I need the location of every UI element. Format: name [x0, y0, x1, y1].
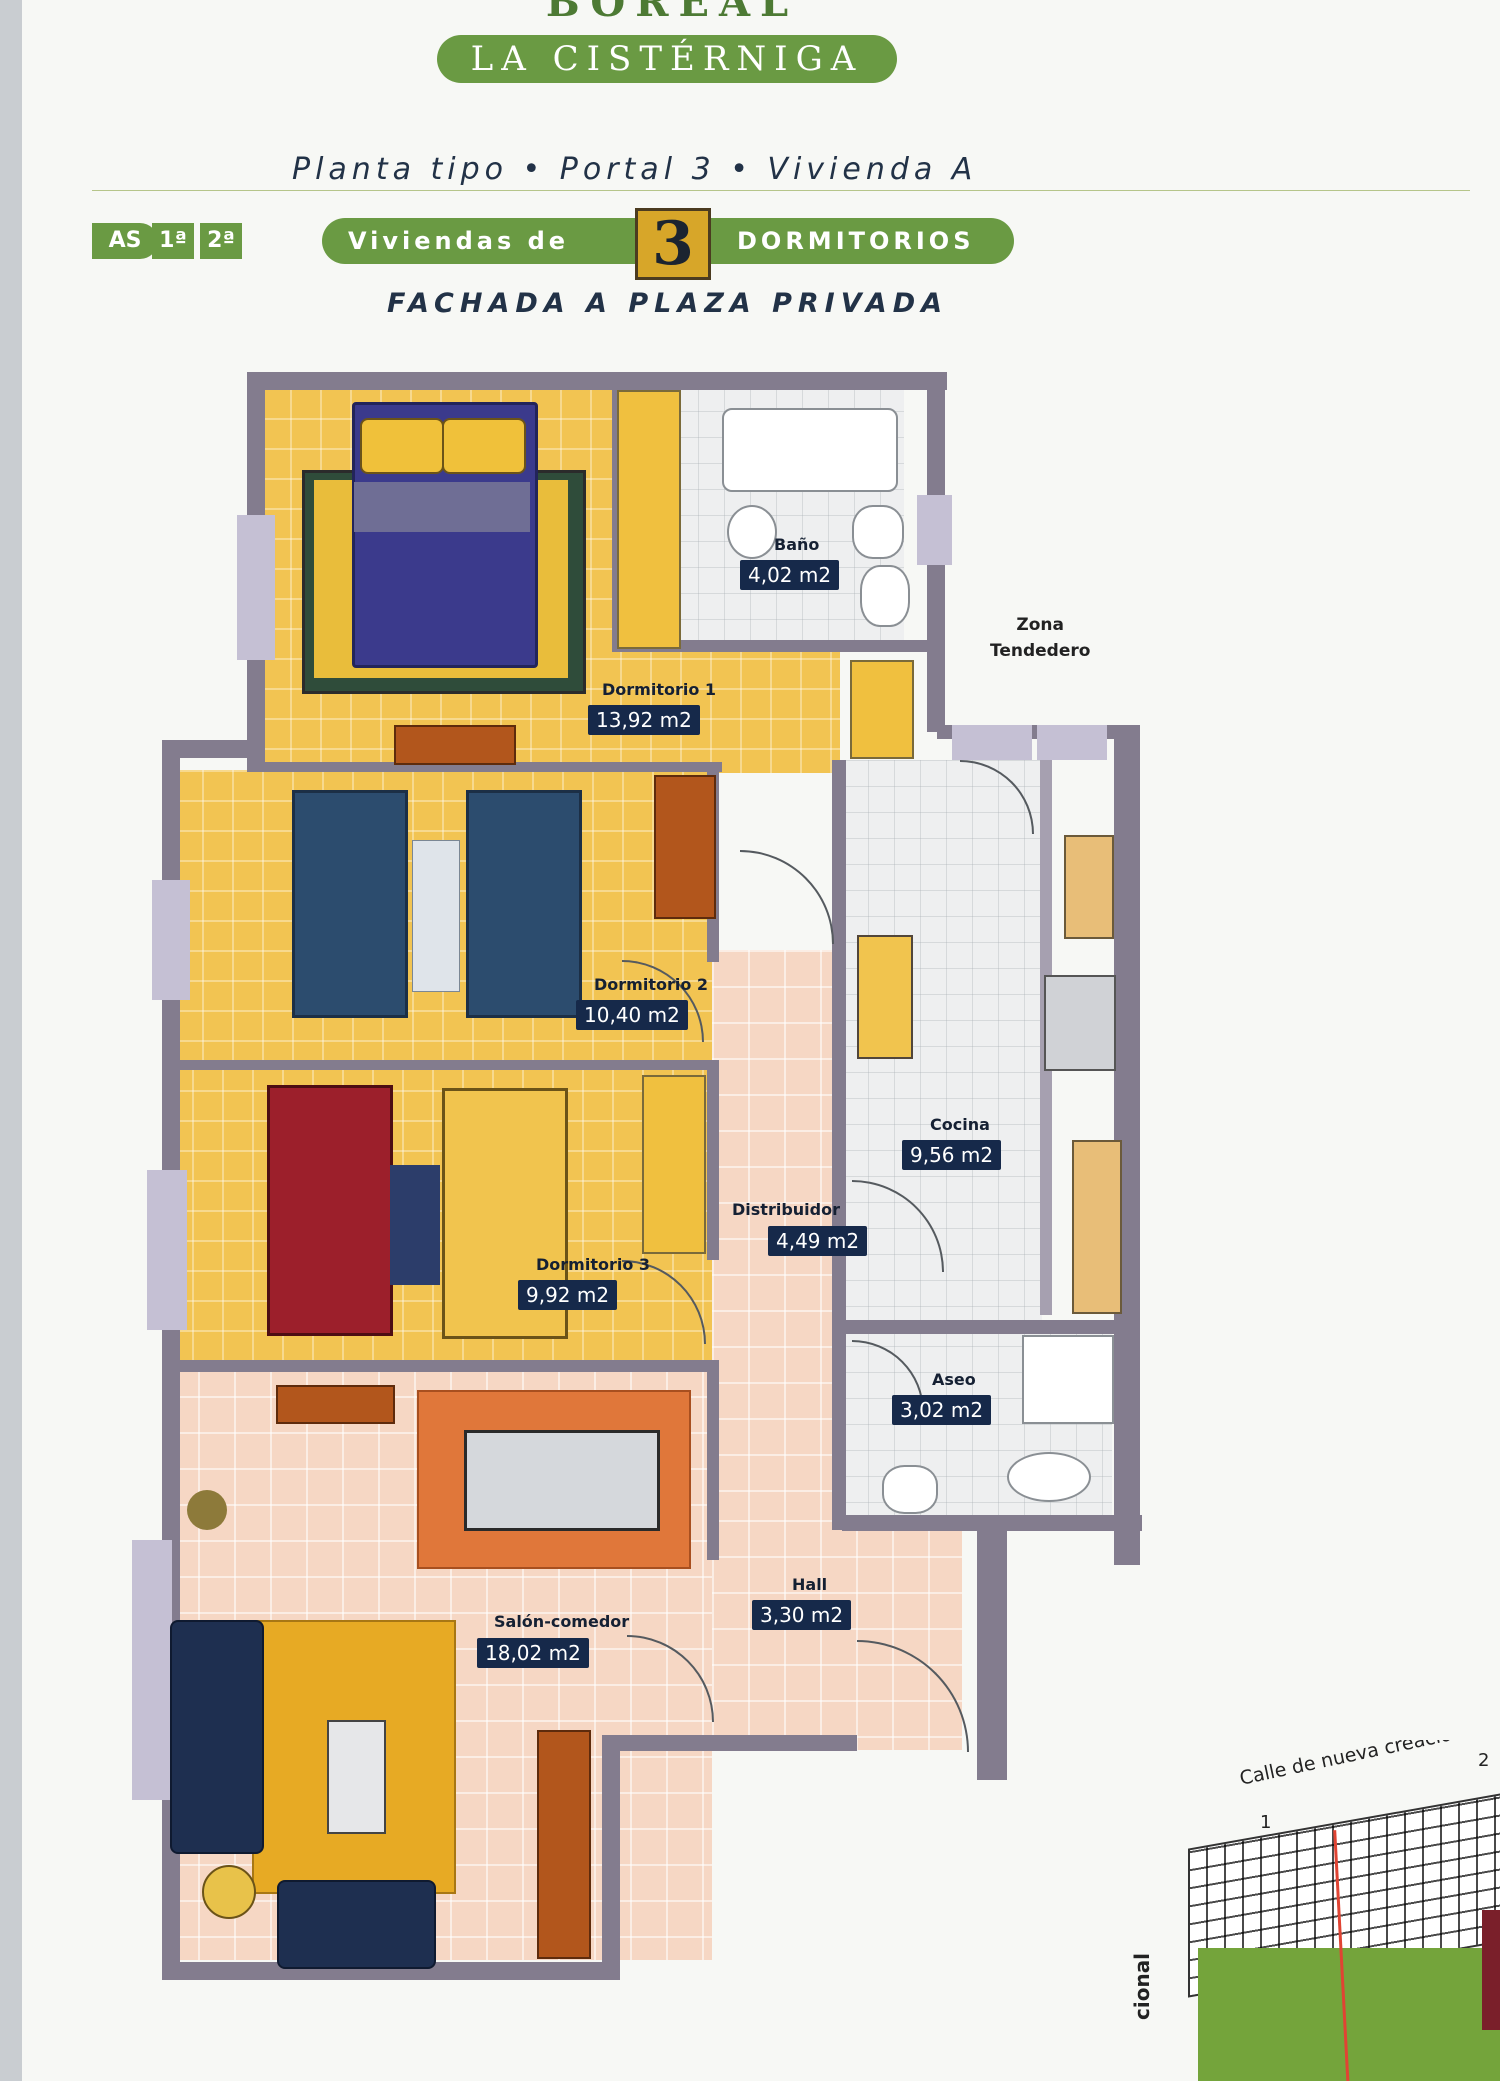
room-name-salon-comedor: Salón-comedor	[494, 1612, 630, 1631]
floors-chip-partial: AS	[92, 223, 158, 259]
room-area-dormitorio-1: 13,92 m2	[588, 705, 700, 735]
pillow	[360, 418, 444, 474]
window	[917, 495, 952, 565]
room-area-distribuidor: 4,49 m2	[768, 1226, 868, 1256]
window	[237, 515, 275, 660]
plan-subtitle: Planta tipo • Portal 3 • Vivienda A	[292, 152, 978, 187]
room-area-salon-comedor: 18,02 m2	[477, 1638, 589, 1668]
map-street-label: Calle de nueva creación	[1237, 1740, 1466, 1790]
washbasin	[860, 565, 910, 627]
brand-name-badge: LA CISTÉRNIGA	[437, 35, 897, 83]
wall	[177, 1060, 717, 1070]
map-highlighted-block	[1482, 1910, 1500, 2030]
wall	[832, 760, 846, 1340]
room-name-dormitorio-1: Dormitorio 1	[602, 680, 717, 699]
sideboard	[276, 1385, 395, 1424]
side-table	[202, 1865, 256, 1919]
washbasin	[882, 1465, 938, 1514]
window	[132, 1540, 172, 1800]
room-name-dormitorio-3: Dormitorio 3	[536, 1255, 651, 1274]
shower-tray	[1022, 1335, 1114, 1424]
wall	[162, 740, 262, 758]
side-text-fragment: cional	[1130, 1952, 1154, 2020]
map-marker-1: 1	[1260, 1812, 1272, 1833]
room-name-aseo: Aseo	[932, 1370, 976, 1389]
wardrobe	[642, 1075, 706, 1254]
kitchen-table	[857, 935, 913, 1059]
cooktop	[1044, 975, 1116, 1071]
pillow	[442, 418, 526, 474]
window	[952, 725, 1032, 760]
wall	[842, 1320, 1122, 1334]
toilet	[727, 505, 777, 559]
map-marker-2: 2	[1478, 1750, 1490, 1771]
single-bed	[267, 1085, 393, 1336]
window	[1037, 725, 1107, 760]
single-bed	[292, 790, 408, 1018]
brand-logo-top: BOREAL	[472, 0, 872, 18]
wall	[162, 1962, 617, 1980]
wall	[707, 1360, 719, 1560]
wall	[262, 762, 722, 772]
room-name-bano: Baño	[774, 535, 820, 554]
counter	[1072, 1140, 1122, 1314]
room-name-hall: Hall	[792, 1575, 828, 1594]
zona-label-line1: Zona	[1016, 615, 1065, 635]
floor-chip-2: 2ª	[200, 223, 242, 259]
dresser	[394, 725, 516, 765]
wall	[602, 1735, 620, 1980]
zona-label-line2: Tendedero	[990, 641, 1091, 661]
dining-table	[464, 1430, 660, 1531]
room-area-dormitorio-3: 9,92 m2	[518, 1280, 618, 1310]
wall	[707, 1060, 719, 1260]
map-green-area	[1198, 1948, 1500, 2081]
wall	[832, 1320, 846, 1530]
room-name-distribuidor: Distribuidor	[732, 1200, 840, 1219]
duvet-fold	[354, 482, 530, 532]
room-area-aseo: 3,02 m2	[892, 1395, 992, 1425]
window	[152, 880, 190, 1000]
header-divider	[92, 190, 1470, 191]
plant	[187, 1490, 227, 1530]
wall	[247, 372, 947, 390]
wall	[612, 640, 937, 652]
room-area-dormitorio-2: 10,40 m2	[576, 1000, 688, 1030]
zona-tendedero-label: Zona Tendedero	[990, 612, 1090, 664]
room-name-cocina: Cocina	[930, 1115, 990, 1134]
location-map: Calle de nueva creación 1 2	[1172, 1740, 1500, 2081]
tv-unit	[537, 1730, 591, 1959]
brochure-sheet: BOREAL LA CISTÉRNIGA Planta tipo • Porta…	[22, 0, 1500, 2081]
bidet	[852, 505, 904, 559]
room-area-cocina: 9,56 m2	[902, 1140, 1002, 1170]
room-area-hall: 3,30 m2	[752, 1600, 852, 1630]
sofa	[277, 1880, 436, 1969]
bedside-rug	[390, 1165, 440, 1285]
window	[147, 1170, 187, 1330]
dwelling-type-suffix: DORMITORIOS	[737, 227, 975, 255]
sofa	[170, 1620, 264, 1854]
desk	[654, 775, 716, 919]
bathtub	[722, 408, 898, 492]
door-swing	[740, 850, 834, 944]
dwelling-type-prefix: Viviendas de	[348, 227, 570, 255]
room-area-bano: 4,02 m2	[740, 560, 840, 590]
floor-chip-1: 1ª	[152, 223, 194, 259]
single-bed	[466, 790, 582, 1018]
wall	[977, 1515, 1007, 1780]
wall	[177, 1360, 717, 1372]
bedside-rug	[412, 840, 460, 992]
wall	[617, 1735, 857, 1751]
coffee-table	[327, 1720, 386, 1834]
wardrobe	[850, 660, 914, 759]
toilet	[1007, 1452, 1091, 1502]
floor-plan: Zona Tendedero Baño 4,02 m2 Dormitorio 1…	[22, 0, 1500, 2081]
counter	[1064, 835, 1114, 939]
dormitorio-3-floor	[162, 1060, 712, 1360]
room-name-dormitorio-2: Dormitorio 2	[594, 975, 709, 994]
wardrobe	[617, 390, 681, 649]
bedroom-count-badge: 3	[635, 208, 711, 280]
facade-caption: FACHADA A PLAZA PRIVADA	[387, 288, 948, 319]
